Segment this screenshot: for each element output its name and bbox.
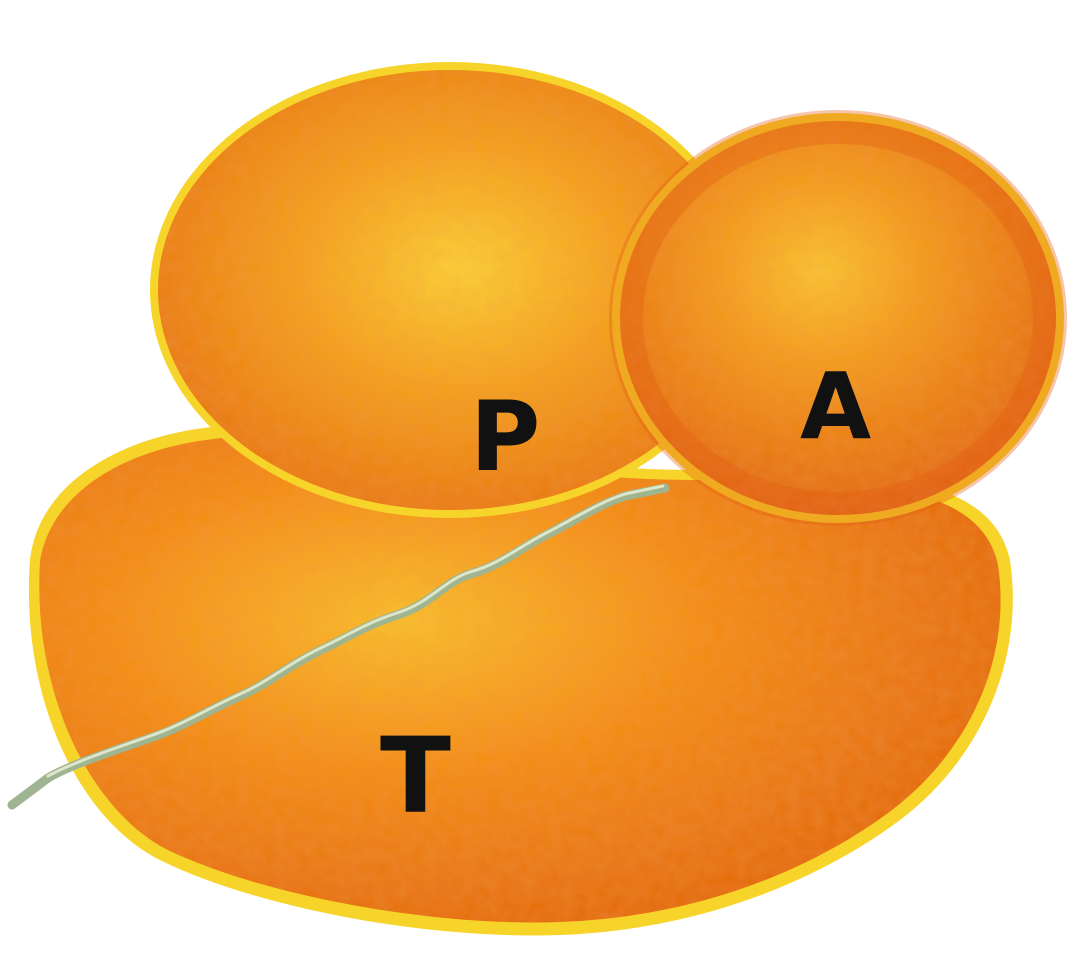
label-p: P [470,381,540,493]
label-a: A [800,353,871,460]
label-t: T [380,715,451,837]
lobe-a [612,113,1064,523]
